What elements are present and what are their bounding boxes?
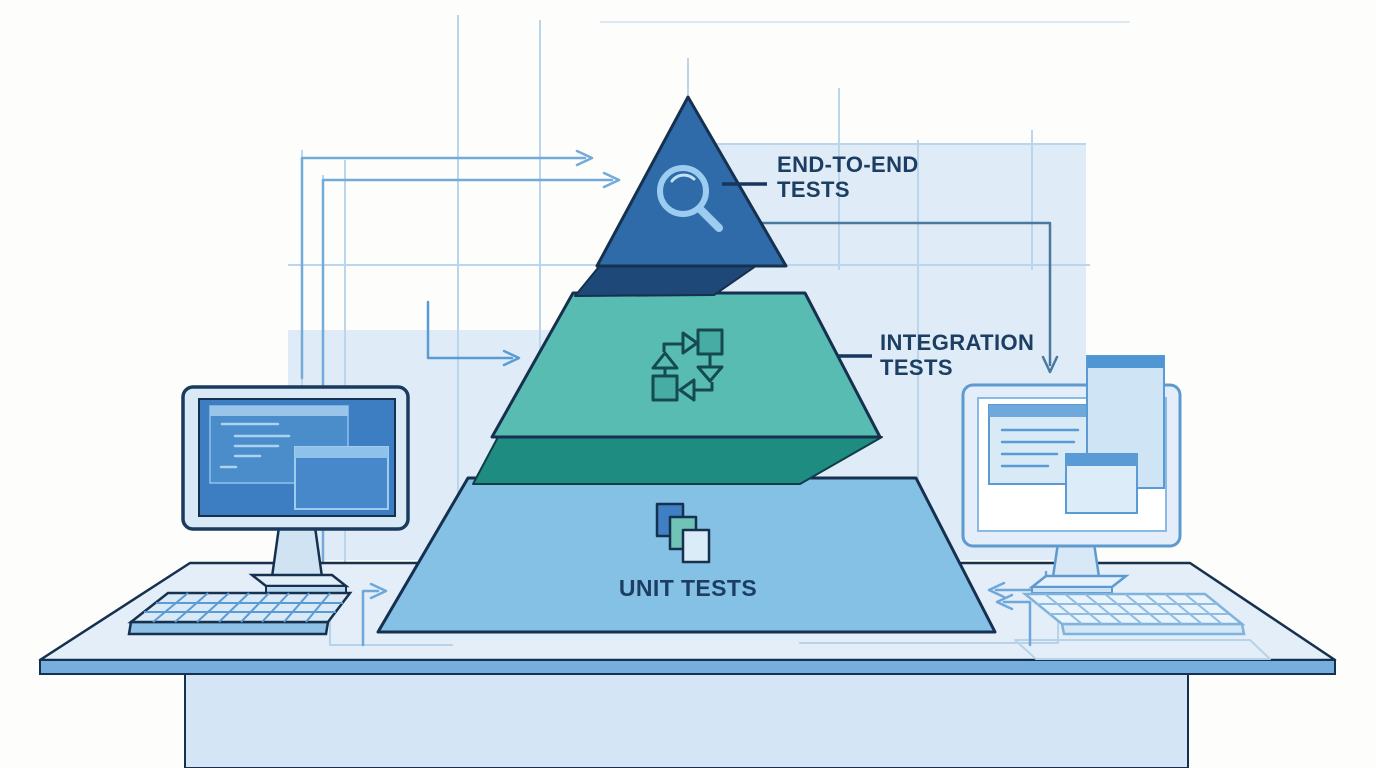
- right-monitor-stand: [1051, 541, 1101, 579]
- arrow-left-icon: [987, 581, 1006, 599]
- left-keyboard: [127, 591, 353, 636]
- workflow-square-top: [696, 328, 724, 356]
- left-keyboard-top: [127, 591, 353, 624]
- magnifier-icon: [657, 165, 723, 232]
- arrow-right-icon: [369, 582, 388, 600]
- text-lines: [1000, 428, 1080, 468]
- arrow-up-icon: [651, 351, 679, 370]
- left-keyboard-front: [127, 620, 330, 636]
- integration-tests-label: INTEGRATION TESTS: [880, 330, 1034, 380]
- arrow-top-left-1: [300, 149, 594, 380]
- e2e-tests-label: END-TO-END TESTS: [777, 152, 919, 202]
- unit-tests-label: UNIT TESTS: [558, 576, 818, 601]
- right-keyboard-top: [1021, 592, 1246, 626]
- pyramid-tier-e2e: [595, 95, 788, 268]
- desk-front-edge: [39, 659, 1336, 675]
- arrow-mid-left: [426, 300, 521, 367]
- integration-label-line-1: INTEGRATION: [880, 330, 1035, 355]
- pyramid-tier-integration-shadow: [472, 436, 883, 485]
- left-keyboard-keys: [144, 592, 343, 623]
- test-pyramid: [376, 95, 997, 634]
- e2e-label-line-1: END-TO-END: [777, 152, 919, 177]
- arrow-left-icon: [678, 378, 696, 402]
- stacked-square-light: [681, 528, 711, 564]
- stacked-squares-icon: [655, 502, 711, 564]
- left-workstation: [127, 385, 410, 636]
- right-workstation: [961, 355, 1246, 636]
- arrow-desk-right-2: [995, 593, 1032, 647]
- right-monitor-foot: [1028, 574, 1130, 589]
- workflow-square-bottom: [651, 374, 679, 402]
- right-keyboard: [1021, 592, 1246, 636]
- right-monitor-foot-front: [1031, 586, 1113, 594]
- arrow-right-icon: [502, 349, 521, 367]
- left-monitor-stand: [270, 525, 324, 579]
- arrow-desk-left: [361, 582, 388, 647]
- right-screen-window-3: [1065, 453, 1138, 514]
- e2e-label-line-2: TESTS: [777, 177, 850, 202]
- arrow-left-icon: [995, 593, 1014, 611]
- arrow-down-icon: [1041, 355, 1059, 374]
- code-lines: [219, 422, 291, 469]
- right-keyboard-front: [1060, 622, 1246, 636]
- arrow-right-icon: [681, 331, 699, 355]
- window-titlebar: [295, 447, 388, 458]
- arrow-right-elbow-down: [698, 221, 1059, 374]
- desk-front-panel: [184, 673, 1189, 768]
- unit-label-line-1: UNIT TESTS: [618, 575, 758, 601]
- arrow-down-icon: [696, 365, 724, 383]
- right-keyboard-keys: [1037, 593, 1229, 625]
- integration-label-line-2: TESTS: [880, 355, 953, 380]
- window-titlebar: [1087, 356, 1164, 368]
- left-screen-window-2: [294, 446, 389, 510]
- arrow-right-icon: [602, 171, 621, 189]
- left-monitor-foot: [248, 573, 350, 588]
- window-titlebar: [210, 406, 348, 416]
- workflow-cycle-icon: [651, 328, 724, 402]
- window-titlebar: [1066, 454, 1137, 466]
- pyramid-tier-integration: [490, 291, 882, 439]
- arrow-right-icon: [575, 149, 594, 167]
- window-titlebar: [989, 405, 1091, 417]
- desk-outline-right: [1014, 639, 1271, 660]
